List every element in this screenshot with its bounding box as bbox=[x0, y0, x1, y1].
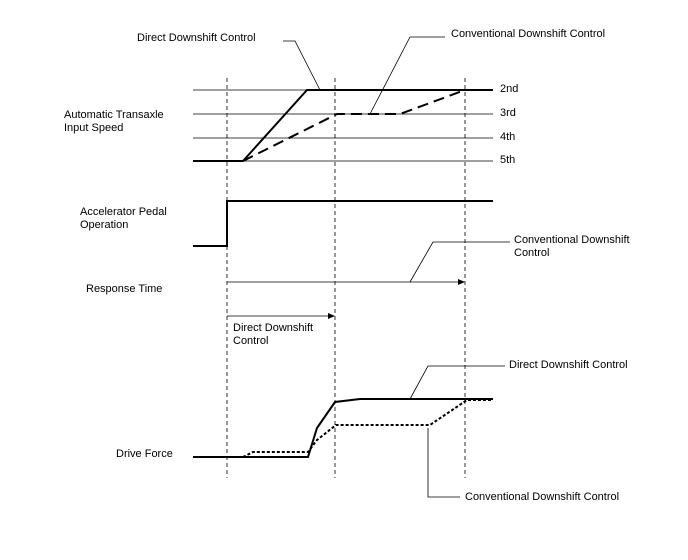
gear-label-4th: 4th bbox=[500, 131, 516, 143]
gear-label-3rd: 3rd bbox=[500, 107, 516, 119]
leader-direct-force bbox=[409, 365, 505, 400]
response-arrows bbox=[227, 281, 462, 317]
callout-direct-response-line2: Control bbox=[233, 335, 269, 347]
callout-conventional-response-line1: Conventional Downshift bbox=[514, 234, 630, 246]
callout-direct-response: Direct Downshift Control bbox=[233, 322, 313, 348]
pedal-trace bbox=[193, 200, 493, 247]
callout-conventional-response-line2: Control bbox=[514, 247, 550, 259]
callout-direct-top: Direct Downshift Control bbox=[137, 32, 256, 44]
leader-conventional-top bbox=[369, 36, 445, 115]
timing-guides bbox=[226, 78, 466, 478]
input-speed-label-line1: Automatic Transaxle bbox=[64, 109, 164, 121]
leader-conventional-force bbox=[427, 428, 460, 498]
gear-label-2nd: 2nd bbox=[500, 83, 519, 95]
pedal-label-line2: Operation bbox=[80, 219, 129, 231]
gear-label-5th: 5th bbox=[500, 154, 516, 166]
callout-conventional-force: Conventional Downshift Control bbox=[465, 491, 620, 503]
gear-lines bbox=[193, 89, 493, 162]
pedal-label: Accelerator Pedal Operation bbox=[80, 206, 167, 232]
direct-speed-trace bbox=[193, 89, 493, 162]
callout-conventional-top: Conventional Downshift Control bbox=[451, 28, 606, 40]
callout-direct-force: Direct Downshift Control bbox=[509, 359, 628, 371]
direct-arrowhead bbox=[328, 313, 335, 319]
conventional-speed-trace bbox=[242, 89, 466, 162]
conventional-arrowhead bbox=[458, 279, 465, 285]
leader-lines bbox=[283, 36, 510, 498]
conventional-force-trace bbox=[242, 399, 493, 458]
input-speed-label-line2: Input Speed bbox=[64, 122, 124, 134]
direct-force-trace bbox=[193, 398, 493, 458]
input-speed-label: Automatic Transaxle Input Speed bbox=[64, 109, 164, 135]
drive-force-label: Drive Force bbox=[116, 448, 173, 460]
leader-direct-top bbox=[283, 40, 321, 91]
callout-conventional-response: Conventional Downshift Control bbox=[514, 234, 630, 260]
pedal-label-line1: Accelerator Pedal bbox=[80, 206, 167, 218]
callout-direct-response-line1: Direct Downshift bbox=[233, 322, 314, 334]
leader-conventional-response bbox=[409, 241, 510, 283]
response-time-label: Response Time bbox=[86, 283, 163, 295]
